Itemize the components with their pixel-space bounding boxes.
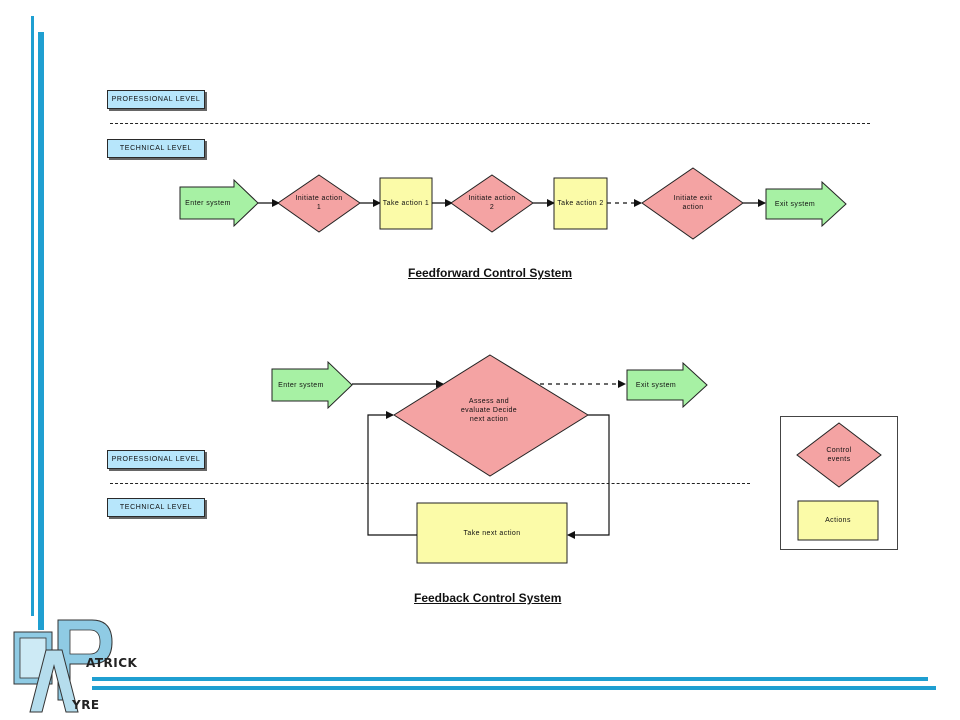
ff-exit-label: Exit system: [774, 200, 816, 208]
legend-control-events-label: Control events: [826, 447, 852, 463]
fb-assess-diamond: [393, 354, 589, 477]
technical-level-label-top: TECHNICAL LEVEL: [107, 139, 205, 158]
bottom-accent-bar-thick: [92, 686, 936, 690]
ff-initiate-1-label: Initiate action 1: [295, 195, 343, 211]
ff-initiate-1-diamond: [277, 174, 361, 233]
ff-initiate-2-diamond: [450, 174, 534, 233]
fb-exit-label: Exit system: [635, 381, 677, 389]
logo-text-line2: YRE: [72, 698, 100, 712]
level-divider-top: [110, 123, 870, 124]
ff-take-1-box: [379, 177, 433, 230]
feedforward-title: Feedforward Control System: [408, 266, 573, 280]
fb-take-next-box: [416, 502, 568, 564]
bottom-accent-bar-thin: [92, 677, 928, 681]
fb-exit-arrow: [626, 361, 708, 409]
fb-take-next-label: Take next action: [463, 529, 521, 537]
patrick-ayre-logo: [13, 619, 113, 713]
left-accent-bar-thin: [31, 16, 34, 616]
ff-exit-arrow: [765, 180, 847, 228]
ff-initiate-2-label: Initiate action 2: [468, 195, 516, 211]
professional-level-label-top: PROFESSIONAL LEVEL: [107, 90, 205, 109]
level-divider-bottom: [110, 483, 750, 484]
technical-level-label-bottom: TECHNICAL LEVEL: [107, 498, 205, 517]
legend-actions-box: [797, 500, 879, 541]
ff-take-2-label: Take action 2: [557, 199, 604, 207]
fb-enter-arrow: [271, 360, 353, 410]
ff-initiate-exit-diamond: [641, 167, 744, 240]
ff-take-2-box: [553, 177, 608, 230]
feedback-title: Feedback Control System: [414, 591, 562, 605]
fb-enter-label: Enter system: [278, 381, 324, 389]
logo-text-line1: ATRICK: [86, 656, 138, 670]
fb-assess-label: Assess and evaluate Decide next action: [460, 397, 518, 423]
ff-take-1-label: Take action 1: [382, 199, 430, 207]
ff-enter-arrow: [179, 178, 259, 228]
legend-control-diamond: [796, 422, 882, 488]
professional-level-label-bottom: PROFESSIONAL LEVEL: [107, 450, 205, 469]
left-accent-bar-thick: [38, 32, 44, 630]
ff-enter-label: Enter system: [185, 199, 231, 207]
legend-actions-label: Actions: [825, 516, 851, 524]
legend-frame: [780, 416, 898, 550]
ff-initiate-exit-label: Initiate exit action: [673, 195, 713, 211]
